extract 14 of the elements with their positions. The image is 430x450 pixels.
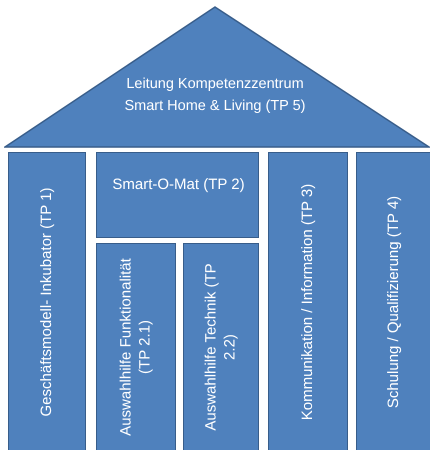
pillar-label: Auswahlhilfe Technik (TP 2.2) <box>201 262 240 433</box>
pillar-label: Geschäftsmodell- Inkubator (TP 1) <box>36 186 56 418</box>
pillar-label: Schulung / Qualifizierung (TP 4) <box>384 194 403 410</box>
beam-label: Smart-O-Mat (TP 2) <box>111 175 246 194</box>
pillar-box <box>96 243 176 450</box>
beam-box <box>96 152 259 238</box>
pillar-label: Auswahlhilfe Funktionalität (TP 2.1) <box>116 257 154 438</box>
pillar-box <box>183 243 259 450</box>
roof-triangle <box>4 6 430 148</box>
pillar-label: Kommunikation / Information (TP 3) <box>298 182 317 422</box>
pillar-box <box>8 152 86 450</box>
pillar-box <box>356 152 430 450</box>
roof-label: Leitung Kompetenzzentrum Smart Home & Living (TP 5) <box>123 75 307 116</box>
pillar-box <box>268 152 348 450</box>
